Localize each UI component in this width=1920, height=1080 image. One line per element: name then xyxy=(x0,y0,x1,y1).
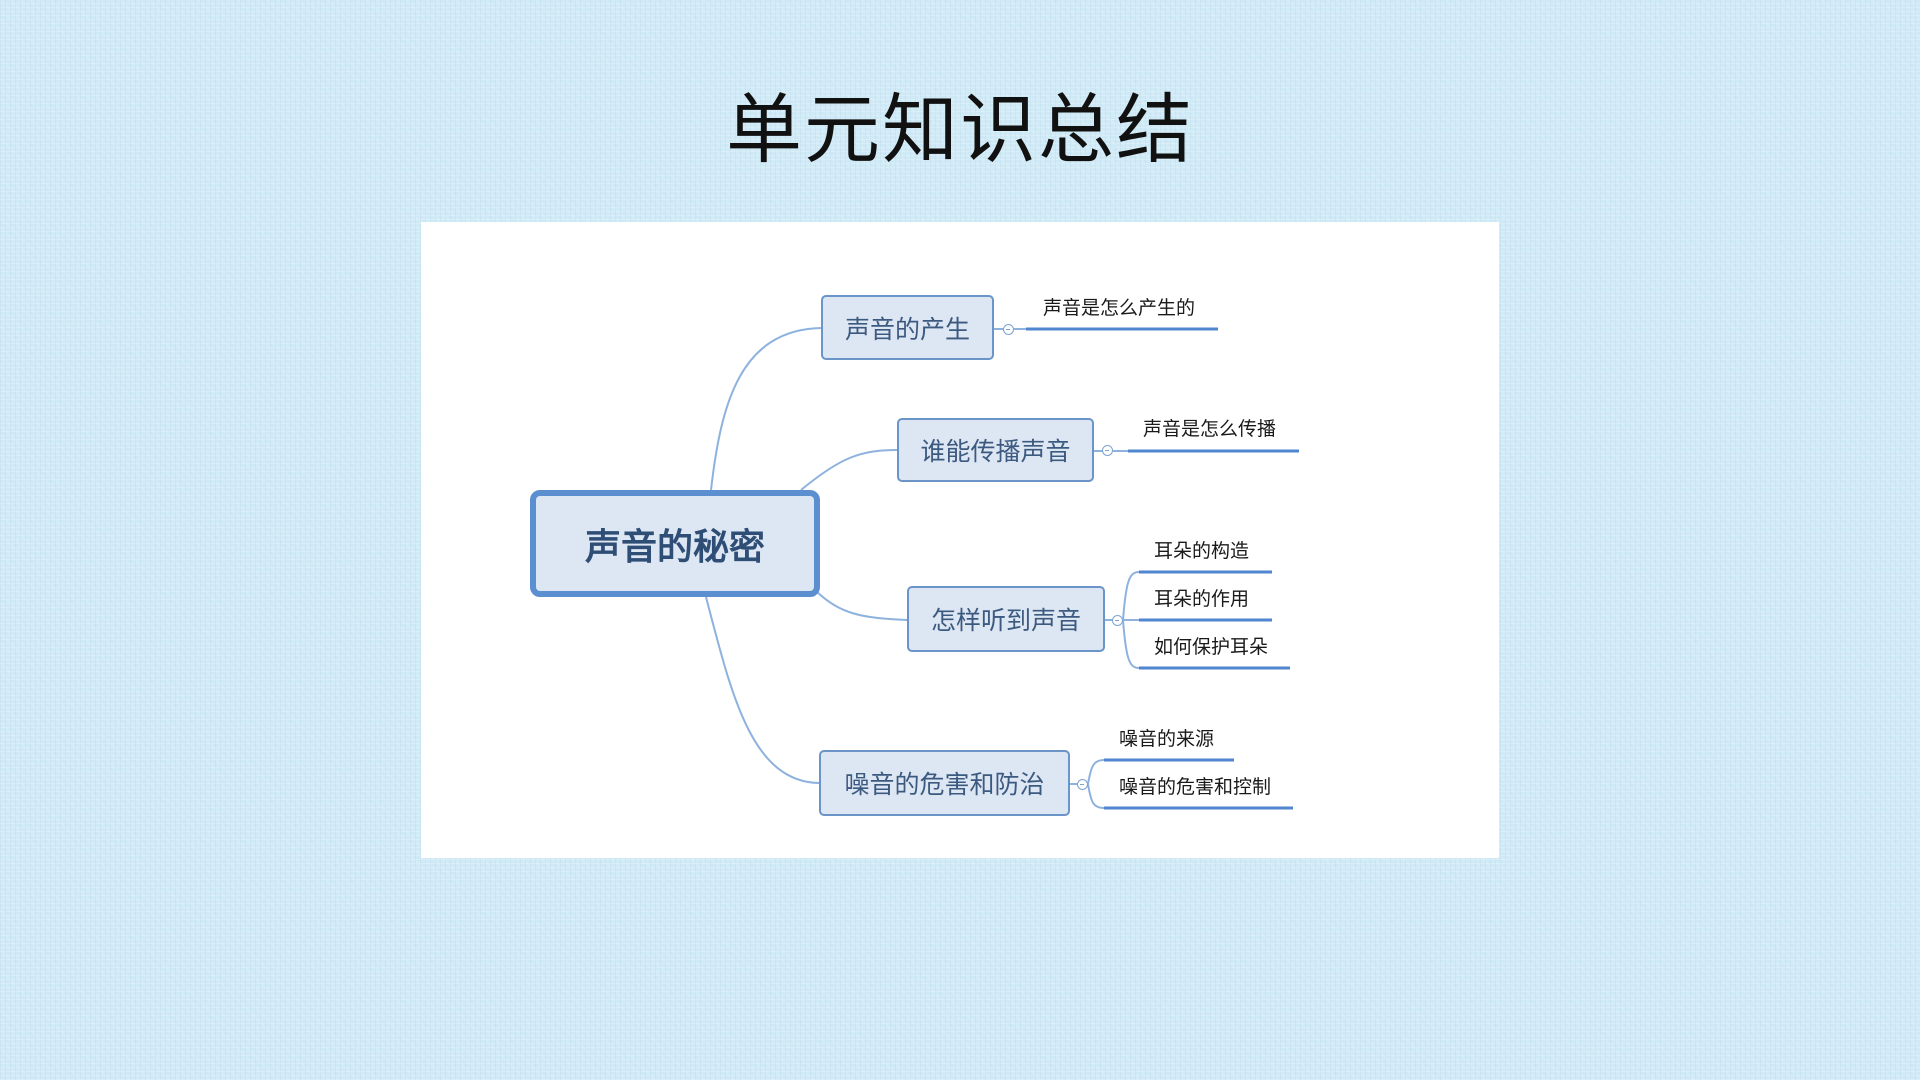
mindmap-branch-node-4[interactable]: 噪音的危害和防治 xyxy=(819,750,1070,816)
mindmap-leaf-4-1[interactable]: 噪音的来源 xyxy=(1119,728,1215,750)
slide-title: 单元知识总结 xyxy=(726,85,1194,174)
collapse-toggle-icon-3[interactable] xyxy=(1112,615,1123,626)
connector-root-branch-4 xyxy=(705,596,820,784)
mindmap-leaf-3-1[interactable]: 耳朵的构造 xyxy=(1154,540,1250,562)
connector-root-branch-1 xyxy=(710,327,822,491)
mindmap-leaf-3-3[interactable]: 如何保护耳朵 xyxy=(1154,636,1269,658)
mindmap-leaf-2-1[interactable]: 声音是怎么传播 xyxy=(1143,418,1277,440)
connector-branch-3-leaf-1 xyxy=(1122,571,1140,621)
mindmap-branch-node-1[interactable]: 声音的产生 xyxy=(821,295,994,360)
mindmap-branch-node-2[interactable]: 谁能传播声音 xyxy=(897,418,1094,482)
connector-branch-4-leaf-1 xyxy=(1087,759,1105,785)
connector-root-branch-3 xyxy=(816,591,908,621)
connector-root-branch-2 xyxy=(800,449,898,491)
mindmap-branch-node-3[interactable]: 怎样听到声音 xyxy=(907,586,1105,652)
mindmap-leaf-3-2[interactable]: 耳朵的作用 xyxy=(1154,588,1250,610)
mindmap-leaf-1-1[interactable]: 声音是怎么产生的 xyxy=(1043,297,1196,319)
mindmap-root-node[interactable]: 声音的秘密 xyxy=(530,490,820,597)
collapse-toggle-icon-1[interactable] xyxy=(1003,324,1014,335)
connector-branch-3-leaf-3 xyxy=(1122,619,1140,669)
collapse-toggle-icon-4[interactable] xyxy=(1077,779,1088,790)
mindmap-connectors xyxy=(705,327,1299,810)
mindmap-panel: 声音的秘密 声音的产生 谁能传播声音 怎样听到声音 噪音的危害和防治 声音是怎么… xyxy=(421,222,1499,858)
mindmap-leaf-4-2[interactable]: 噪音的危害和控制 xyxy=(1119,776,1272,798)
connector-branch-4-leaf-2 xyxy=(1087,783,1105,809)
collapse-toggle-icon-2[interactable] xyxy=(1102,445,1113,456)
